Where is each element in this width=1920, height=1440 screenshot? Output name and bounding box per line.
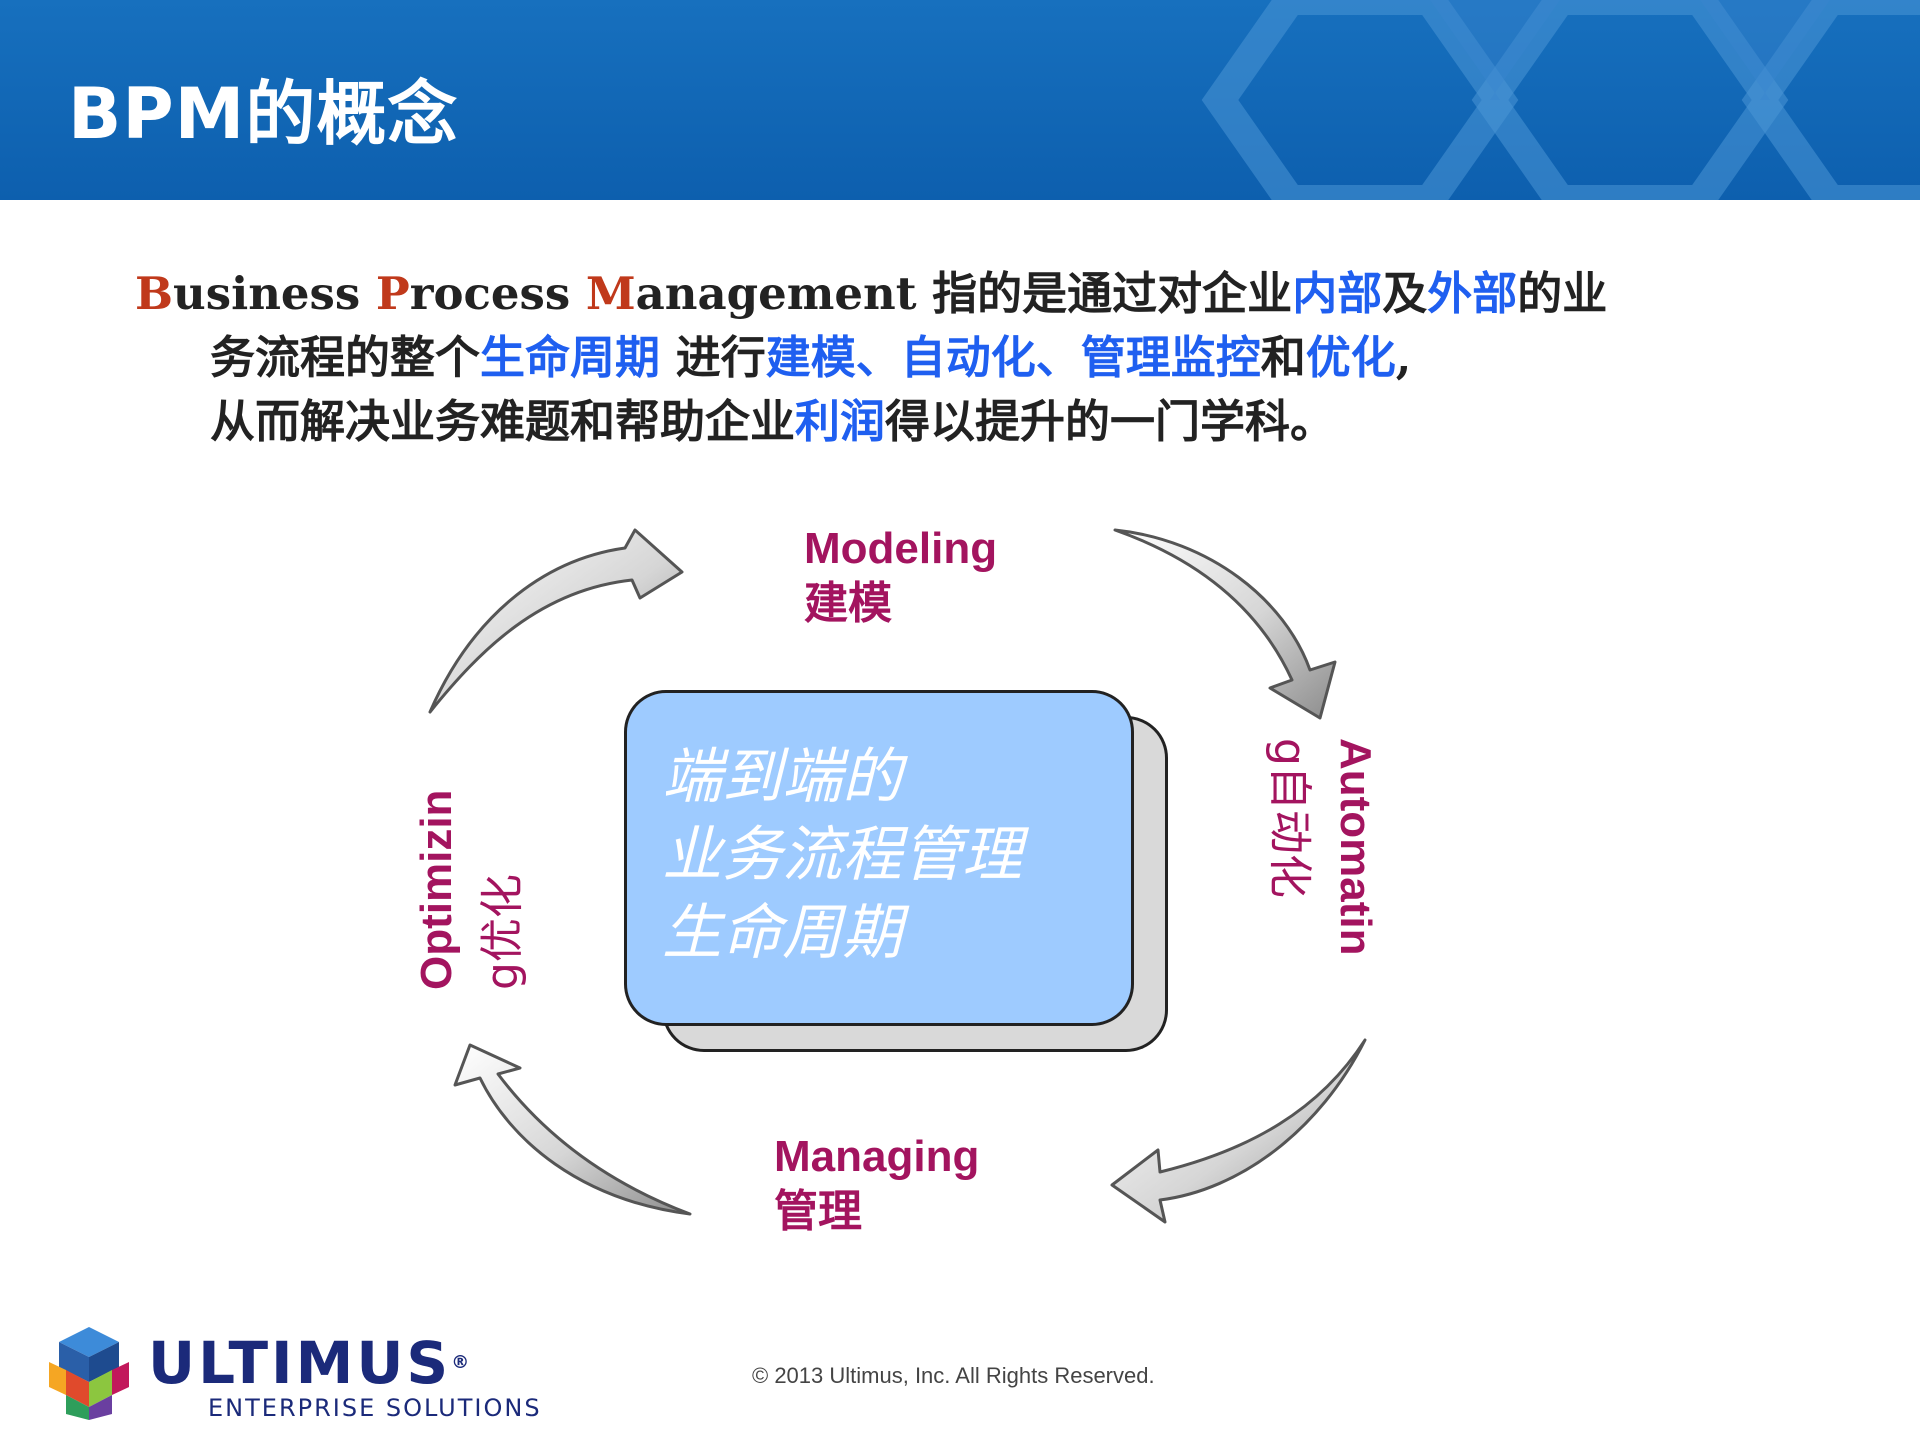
brand-name: ULTIMUS <box>148 1329 452 1397</box>
stage-modeling-en: Modeling <box>804 524 998 573</box>
stage-managing-cn: 管理 <box>774 1186 862 1237</box>
stage-modeling: Modeling 建模 <box>804 522 997 632</box>
definition-line1-segment-3: rocess <box>409 267 586 320</box>
stage-managing: Managing 管理 <box>774 1130 979 1240</box>
stage-modeling-cn: 建模 <box>804 578 892 629</box>
definition-line3-segment-0: 从而解决业务难题和帮助企业 <box>210 395 796 448</box>
stage-automating: Automatin g自动化 <box>1251 738 1382 956</box>
stage-optimizing-cn: g优化 <box>477 874 528 990</box>
stage-automating-cn: g自动化 <box>1264 738 1315 898</box>
stage-optimizing: Optimizin g优化 <box>410 790 541 990</box>
arrow-optimize-to-model <box>428 528 684 714</box>
arrow-automate-to-manage <box>1110 1038 1367 1224</box>
definition-line1-segment-6: 内部 <box>1292 267 1383 320</box>
definition-line1-segment-1: usiness <box>173 267 376 320</box>
definition-line2-segment-6: , <box>1395 331 1412 384</box>
center-line-3: 生命周期 <box>662 898 902 968</box>
definition-line-3: 从而解决业务难题和帮助企业利润得以提升的一门学科。 <box>135 390 1695 454</box>
definition-paragraph: Business Process Management 指的是通过对企业内部及外… <box>135 262 1695 454</box>
definition-line-1: Business Process Management 指的是通过对企业内部及外… <box>135 262 1695 326</box>
arrow-manage-to-optimize <box>453 1043 692 1216</box>
definition-line2-segment-1: 生命周期 <box>480 331 661 384</box>
definition-line1-segment-5: anagement 指的是通过对企业 <box>635 267 1293 320</box>
definition-line1-segment-0: B <box>135 267 174 320</box>
brand-wordmark: ULTIMUS® <box>148 1333 472 1393</box>
registered-mark: ® <box>451 1352 473 1373</box>
definition-line2-segment-3: 建模、自动化、管理监控 <box>765 331 1261 384</box>
stage-automating-en: Automatin <box>1331 738 1380 956</box>
definition-line1-segment-7: 及 <box>1382 267 1428 320</box>
definition-line2-segment-2: 进行 <box>660 331 766 384</box>
definition-line2-segment-0: 务流程的整个 <box>210 331 481 384</box>
center-box <box>624 690 1134 1026</box>
arrow-model-to-automate <box>1113 528 1337 720</box>
definition-line1-segment-8: 外部 <box>1427 267 1518 320</box>
definition-line2-segment-4: 和 <box>1260 331 1306 384</box>
definition-line3-segment-1: 利润 <box>795 395 886 448</box>
stage-managing-en: Managing <box>774 1132 980 1181</box>
slide-title: BPM的概念 <box>68 73 459 155</box>
center-line-1: 端到端的 <box>662 742 902 812</box>
header-banner: BPM的概念 <box>0 0 1920 200</box>
definition-line-2: 务流程的整个生命周期 进行建模、自动化、管理监控和优化, <box>135 326 1695 390</box>
stage-optimizing-en: Optimizin <box>412 789 461 990</box>
hexagon-pattern <box>1201 0 1920 200</box>
center-box-text: 端到端的 业务流程管理 生命周期 <box>662 738 1132 972</box>
brand-subtitle: ENTERPRISE SOLUTIONS <box>208 1394 542 1422</box>
definition-line3-segment-2: 得以提升的一门学科。 <box>885 395 1336 448</box>
copyright-notice: © 2013 Ultimus, Inc. All Rights Reserved… <box>752 1363 1155 1388</box>
definition-line1-segment-4: M <box>585 267 636 320</box>
definition-line1-segment-2: P <box>375 267 410 320</box>
definition-line1-segment-9: 的业 <box>1517 267 1608 320</box>
definition-line2-segment-5: 优化 <box>1305 331 1396 384</box>
ultimus-cube-logo-icon <box>49 1327 129 1420</box>
center-line-2: 业务流程管理 <box>662 820 1022 890</box>
